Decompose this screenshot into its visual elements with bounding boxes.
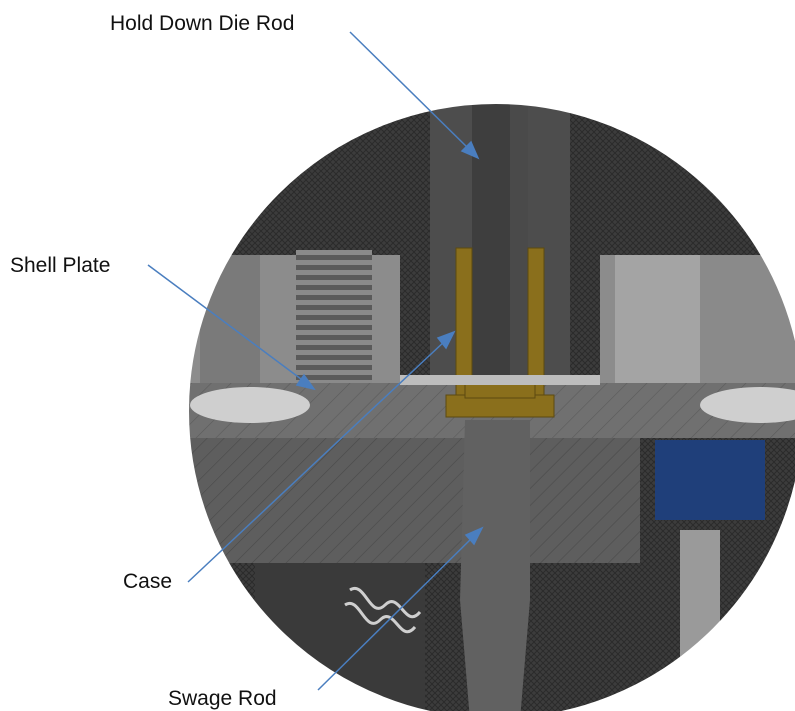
leader-hold-down-die-rod	[349, 31, 471, 151]
label-swage-rod: Swage Rod	[168, 687, 277, 710]
leader-case	[187, 339, 447, 583]
detail-view	[188, 103, 795, 711]
spring	[344, 586, 422, 634]
leader-lines	[147, 31, 484, 691]
lower-block	[188, 438, 640, 563]
label-shell-plate: Shell Plate	[10, 254, 110, 277]
leader-shell-plate	[147, 264, 306, 383]
leader-swage-rod	[317, 535, 475, 691]
threaded-screw	[296, 250, 372, 385]
label-hold-down-die-rod: Hold Down Die Rod	[110, 12, 294, 35]
brass-case	[445, 247, 555, 418]
label-case: Case	[123, 570, 172, 593]
swage-rod	[460, 420, 530, 711]
